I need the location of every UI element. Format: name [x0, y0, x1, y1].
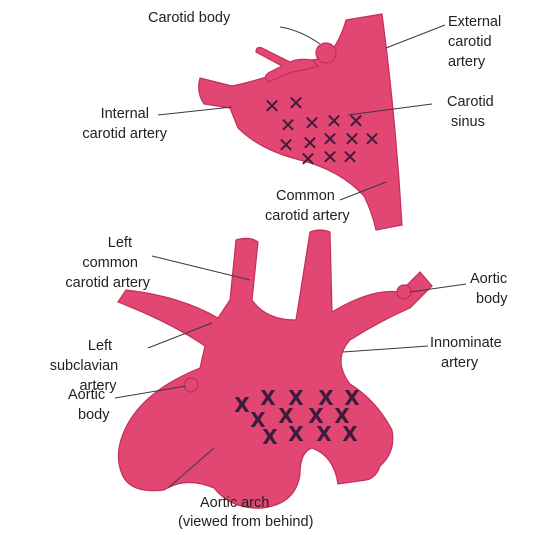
carotid-sinus-marker: ✕ [278, 133, 295, 157]
label-aortic-body-left: Aortic body [68, 387, 110, 423]
aortic-arch-shape [118, 230, 432, 508]
carotid-sinus-marker: ✕ [264, 94, 281, 118]
label-carotid-sinus: Carotid sinus [447, 94, 498, 130]
leader-external-carotid [386, 25, 445, 48]
label-aortic-body-right: Aortic body [470, 271, 511, 307]
carotid-body-shape [316, 43, 336, 63]
label-left-common-carotid-artery: Left common carotid artery [65, 235, 150, 291]
carotid-sinus-marker: ✕ [342, 145, 359, 169]
label-aortic-arch: Aortic arch (viewed from behind) [178, 495, 313, 530]
leader-internal-carotid [158, 107, 232, 115]
leader-carotid-body [280, 27, 320, 44]
aortic-arch-marker: X [342, 422, 358, 446]
label-external-carotid-artery: External carotid artery [448, 14, 505, 70]
label-common-carotid-artery: Common carotid artery [265, 188, 350, 224]
aortic-arch-marker: X [262, 425, 278, 449]
carotid-sinus-marker: ✕ [300, 147, 317, 171]
aortic-body-left-shape [184, 378, 198, 392]
leader-innominate [343, 346, 428, 352]
label-internal-carotid-artery: Internal carotid artery [82, 106, 167, 142]
carotid-sinus-marker: ✕ [288, 91, 305, 115]
label-left-subclavian-artery: Left subclavian artery [50, 338, 123, 394]
aortic-arch-marker: X [260, 386, 276, 410]
aortic-arch-marker: X [234, 393, 250, 417]
aortic-body-right-shape [397, 285, 411, 299]
carotid-sinus-marker: ✕ [364, 127, 381, 151]
aortic-arch-marker: X [288, 422, 304, 446]
label-innominate-artery: Innominate artery [430, 335, 506, 371]
carotid-sinus-marker: ✕ [322, 145, 339, 169]
aortic-arch-marker: X [316, 422, 332, 446]
label-carotid-body: Carotid body [148, 10, 231, 26]
